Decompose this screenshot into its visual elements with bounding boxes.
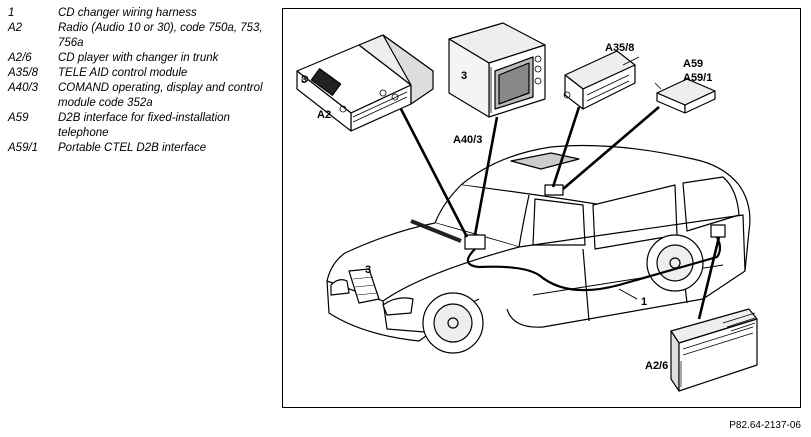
label-a2-6: A2/6 — [645, 360, 668, 372]
figure-reference: P82.64-2137-06 — [729, 420, 801, 431]
label-car-3: 3 — [365, 264, 371, 276]
cd-changer-harness — [466, 236, 722, 292]
legend-code: A35/8 — [8, 67, 39, 79]
legend-desc: Portable CTEL D2B interface — [58, 142, 207, 154]
cd-changer-a2-6 — [670, 308, 758, 392]
label-radio-3: 3 — [301, 74, 307, 86]
component-legend: 1 CD changer wiring harness A2 Radio (Au… — [8, 6, 278, 156]
comand-unit-a40-3 — [448, 22, 546, 118]
legend-code: A59/1 — [8, 142, 39, 154]
legend-row-a2-6: A2/6 CD player with changer in trunk — [8, 51, 278, 66]
legend-desc: CD changer wiring harness — [58, 7, 197, 19]
label-a59-1: A59/1 — [683, 72, 712, 84]
label-a59: A59 — [683, 58, 703, 70]
legend-code: A59 — [8, 112, 29, 124]
legend-code: 1 — [8, 7, 15, 19]
label-a2: A2 — [317, 109, 331, 121]
legend-row-a59: A59 D2B interface for fixed-installation… — [8, 111, 278, 141]
label-a35-8: A35/8 — [605, 42, 634, 54]
teleaid-module-a35-8 — [563, 50, 640, 110]
legend-desc: D2B interface for fixed-installation tel… — [58, 112, 230, 139]
radio-unit-a2 — [296, 34, 434, 132]
legend-code: A40/3 — [8, 82, 39, 94]
vehicle-diagram: A2 A40/3 A35/8 A59 A59/1 A2/6 1 3 3 3 — [296, 22, 758, 392]
vehicle-body — [326, 144, 751, 354]
legend-desc: Radio (Audio 10 or 30), code 750a, 753, … — [58, 22, 263, 49]
label-comand-3: 3 — [461, 70, 467, 82]
label-harness-1: 1 — [641, 296, 647, 308]
legend-desc: COMAND operating, display and control mo… — [58, 82, 263, 109]
signal-arrow — [410, 219, 462, 243]
legend-code: A2/6 — [8, 52, 32, 64]
d2b-interface-a59 — [654, 78, 716, 114]
leader-lines — [399, 106, 721, 320]
diagram-frame: A2 A40/3 A35/8 A59 A59/1 A2/6 1 3 3 3 — [282, 8, 801, 408]
legend-row-a2: A2 Radio (Audio 10 or 30), code 750a, 75… — [8, 21, 278, 51]
label-a40-3: A40/3 — [453, 134, 482, 146]
legend-row-a40-3: A40/3 COMAND operating, display and cont… — [8, 81, 278, 111]
legend-row-a59-1: A59/1 Portable CTEL D2B interface — [8, 141, 278, 156]
legend-row-a35-8: A35/8 TELE AID control module — [8, 66, 278, 81]
legend-code: A2 — [8, 22, 23, 34]
legend-desc: CD player with changer in trunk — [58, 52, 219, 64]
legend-row-1: 1 CD changer wiring harness — [8, 6, 278, 21]
legend-desc: TELE AID control module — [58, 67, 188, 79]
